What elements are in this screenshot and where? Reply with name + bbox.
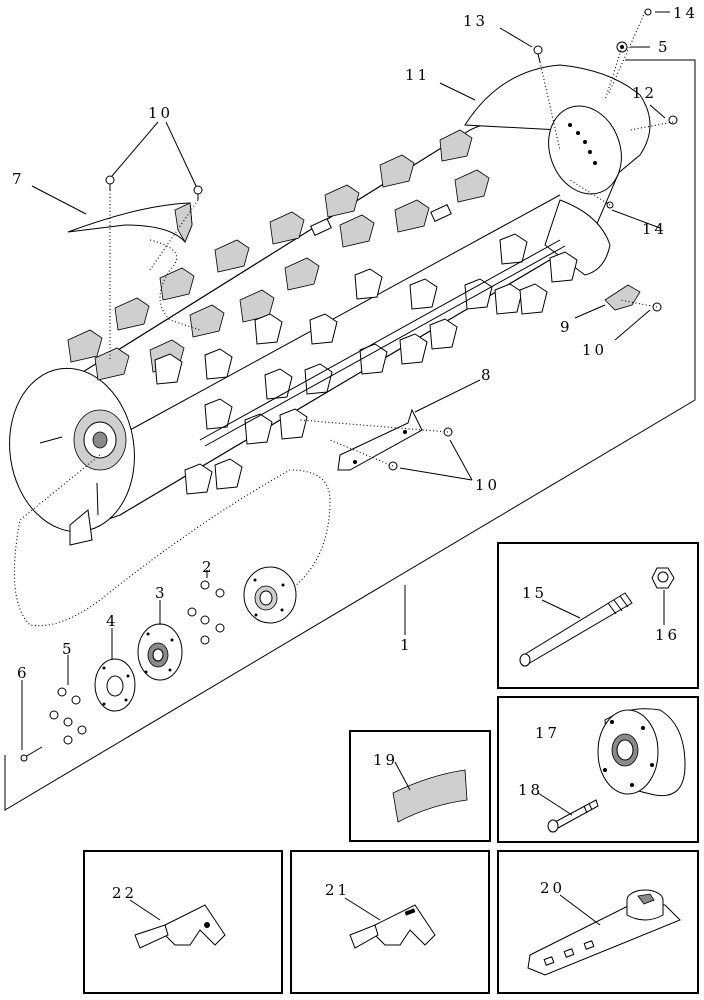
hub-17 — [597, 708, 686, 797]
hub-spacer-large — [243, 566, 297, 624]
callout-14-top: 14 — [673, 4, 698, 22]
callout-5-lower: 5 — [62, 640, 75, 658]
detail-box-flail-21 — [290, 850, 490, 994]
knife-20 — [527, 889, 681, 976]
callout-6: 6 — [17, 664, 30, 682]
callout-22: 22 — [112, 884, 137, 902]
callout-14-side: 14 — [642, 220, 667, 238]
callout-20: 20 — [540, 879, 565, 897]
callout-17: 17 — [535, 724, 560, 742]
flail-21 — [374, 904, 436, 946]
shield-8 — [337, 408, 423, 471]
callout-7: 7 — [12, 170, 25, 188]
bearing-hub-3 — [137, 623, 183, 681]
callout-11: 11 — [405, 66, 430, 84]
callout-8: 8 — [481, 366, 494, 384]
shield-7 — [67, 202, 193, 243]
callout-5-upper: 5 — [658, 38, 671, 56]
assembly-paths — [13, 11, 674, 733]
detail-box-knife-20 — [497, 850, 699, 994]
pad-19 — [392, 769, 468, 823]
callout-9: 9 — [560, 318, 573, 336]
nut-14-a — [644, 8, 652, 16]
callout-13: 13 — [463, 12, 488, 30]
flange-plate-4 — [94, 658, 136, 712]
callout-10-right: 10 — [582, 341, 607, 359]
bolt-10-a — [105, 175, 115, 190]
callout-19: 19 — [373, 751, 398, 769]
callout-15: 15 — [522, 584, 547, 602]
assembly-bracket-line — [4, 59, 696, 811]
bolt-10-b — [193, 185, 203, 200]
callout-2: 2 — [202, 558, 215, 576]
shield-9 — [604, 284, 641, 311]
callout-4: 4 — [106, 612, 119, 630]
detail-box-pad — [349, 730, 491, 842]
flail-22 — [164, 904, 226, 946]
callout-21: 21 — [325, 881, 350, 899]
bolt-13 — [533, 45, 543, 63]
bolt-6 — [20, 746, 43, 762]
detail-box-shaft-nut — [497, 542, 699, 689]
washer-5-top — [616, 41, 628, 53]
shaft-15 — [519, 592, 633, 667]
callout-12: 12 — [632, 84, 657, 102]
washers-5 — [49, 687, 87, 745]
bolt-18 — [547, 799, 599, 833]
detail-box-hub-bolt — [497, 696, 699, 843]
detail-box-flail-22 — [83, 850, 283, 994]
flail-row-upper — [67, 129, 473, 363]
bolts — [105, 8, 678, 471]
callout-1: 1 — [400, 636, 413, 654]
leader-lines — [21, 11, 670, 926]
flail-knives — [67, 129, 578, 495]
callout-16: 16 — [655, 626, 680, 644]
callout-3: 3 — [155, 584, 168, 602]
callout-10-left: 10 — [148, 104, 173, 122]
callout-10-bottom: 10 — [475, 476, 500, 494]
nut-16 — [651, 567, 675, 589]
flail-row-lower — [154, 233, 578, 495]
callout-labels: 1 2 3 4 5 5 6 7 8 9 10 10 10 11 12 13 14… — [12, 4, 698, 902]
callout-18: 18 — [518, 781, 543, 799]
washers-2 — [187, 580, 225, 645]
bolt-12 — [668, 115, 678, 125]
